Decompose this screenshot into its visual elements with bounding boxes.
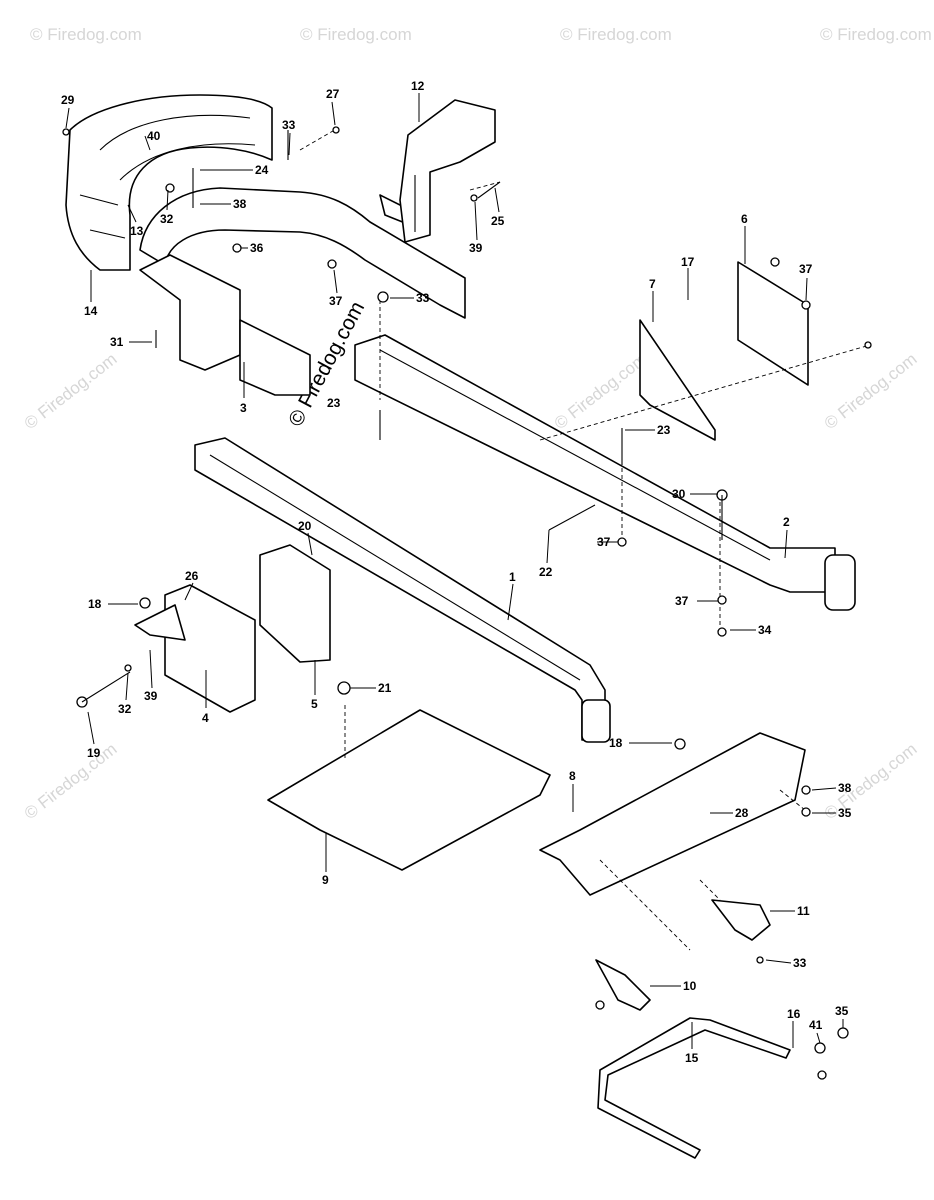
callout-label: 28 xyxy=(735,806,749,820)
callout-label: 37 xyxy=(329,294,343,308)
callout-labels: 1 2 3 4 5 6 7 8 9 10 11 12 13 14 15 16 1… xyxy=(61,79,852,1065)
callout-label: 31 xyxy=(110,335,124,349)
callout-label: 41 xyxy=(809,1018,823,1032)
callout-label: 39 xyxy=(144,689,158,703)
watermark-text: © Firedog.com xyxy=(300,25,412,44)
watermark-text: © Firedog.com xyxy=(820,25,932,44)
watermark-text: © Firedog.com xyxy=(21,739,121,823)
callout-label: 35 xyxy=(838,806,852,820)
callout-label: 18 xyxy=(609,736,623,750)
callout-label: 8 xyxy=(569,769,576,783)
callout-label: 17 xyxy=(681,255,695,269)
callout-label: 40 xyxy=(147,129,161,143)
callout-label: 38 xyxy=(233,197,247,211)
callout-label: 22 xyxy=(539,565,553,579)
callout-label: 26 xyxy=(185,569,199,583)
callout-label: 2 xyxy=(783,515,790,529)
part-plates-left xyxy=(134,544,331,713)
callout-label: 6 xyxy=(741,212,748,226)
callout-label: 33 xyxy=(793,956,807,970)
callout-label: 14 xyxy=(84,304,98,318)
callout-label: 30 xyxy=(672,487,686,501)
part-lower-rail xyxy=(194,437,611,743)
callout-label: 21 xyxy=(378,681,392,695)
callout-label: 29 xyxy=(61,93,75,107)
callout-label: 20 xyxy=(298,519,312,533)
callout-label: 12 xyxy=(411,79,425,93)
callout-label: 18 xyxy=(88,597,102,611)
callout-label: 16 xyxy=(787,1007,801,1021)
watermark-text: © Firedog.com xyxy=(21,349,121,433)
callout-label: 33 xyxy=(282,118,296,132)
callout-label: 23 xyxy=(327,396,341,410)
callout-label: 39 xyxy=(469,241,483,255)
part-mount-bracket xyxy=(399,99,496,243)
watermark-text: © Firedog.com xyxy=(821,739,921,823)
callout-label: 37 xyxy=(597,535,611,549)
callout-label: 32 xyxy=(118,702,132,716)
part-shield xyxy=(65,94,273,271)
callout-label: 15 xyxy=(685,1051,699,1065)
callout-label: 10 xyxy=(683,979,697,993)
callout-label: 27 xyxy=(326,87,340,101)
callout-label: 24 xyxy=(255,163,269,177)
assembly-lines xyxy=(299,127,871,951)
callout-label: 37 xyxy=(799,262,813,276)
callout-label: 23 xyxy=(657,423,671,437)
part-lower-bracket xyxy=(539,732,806,896)
callout-label: 36 xyxy=(250,241,264,255)
part-main-rail xyxy=(354,334,856,611)
part-small-brackets xyxy=(595,899,771,1011)
watermark-text: © Firedog.com xyxy=(821,349,921,433)
callout-label: 19 xyxy=(87,746,101,760)
callout-label: 37 xyxy=(675,594,689,608)
callout-label: 25 xyxy=(491,214,505,228)
callout-label: 11 xyxy=(797,904,810,918)
callout-label: 13 xyxy=(130,224,144,238)
part-rod xyxy=(597,1017,791,1159)
callout-label: 9 xyxy=(322,873,329,887)
callout-label: 38 xyxy=(838,781,852,795)
callout-label: 7 xyxy=(649,277,656,291)
part-plates-right xyxy=(639,261,809,441)
part-floor-pan xyxy=(267,709,551,871)
leader-lines xyxy=(65,93,844,1049)
callout-label: 35 xyxy=(835,1004,849,1018)
part-upper-frame xyxy=(139,187,466,396)
callout-label: 33 xyxy=(416,291,430,305)
callout-label: 3 xyxy=(240,401,247,415)
watermark-text: © Firedog.com xyxy=(560,25,672,44)
watermark-text: © Firedog.com xyxy=(551,349,651,433)
callout-label: 4 xyxy=(202,711,209,725)
callout-label: 32 xyxy=(160,212,174,226)
callout-label: 34 xyxy=(758,623,772,637)
callout-label: 5 xyxy=(311,697,318,711)
watermark-text: © Firedog.com xyxy=(30,25,142,44)
callout-label: 1 xyxy=(509,570,516,584)
